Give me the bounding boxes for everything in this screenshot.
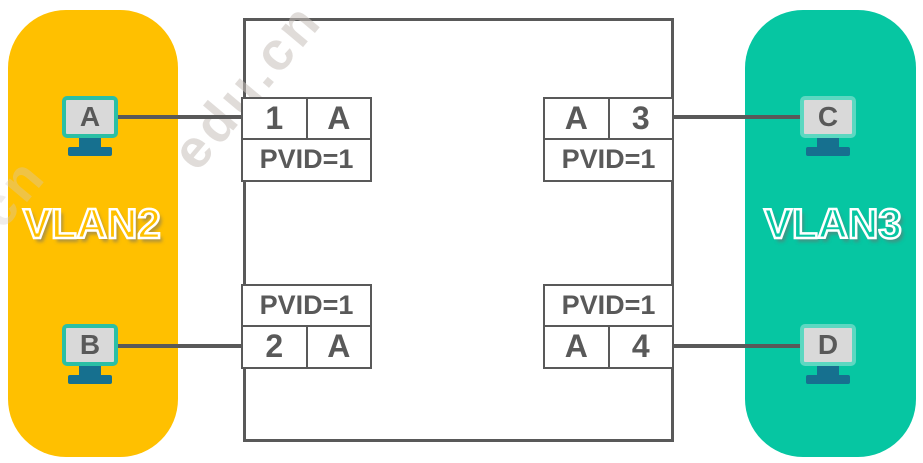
monitor-base-icon (68, 375, 112, 384)
monitor-stand-icon (817, 366, 839, 375)
port-1-cells-row: 1 A (241, 97, 372, 141)
host-c-label: C (817, 101, 839, 132)
port-4-number: 4 (607, 327, 673, 367)
computer-monitor-icon: A (62, 96, 118, 138)
host-d-label: D (817, 329, 839, 360)
port-3-cells-row: A 3 (543, 97, 674, 141)
monitor-stand-icon (817, 138, 839, 147)
switch-box (243, 18, 674, 442)
monitor-stand-icon (79, 138, 101, 147)
port-1-type: A (305, 99, 371, 139)
vlan3-label: VLAN3 (763, 199, 903, 248)
host-b-label: B (79, 329, 101, 360)
vlan2-label: VLAN2 (22, 199, 162, 248)
port-3-pvid: PVID=1 (543, 138, 674, 182)
computer-monitor-icon: C (800, 96, 856, 138)
host-d: D (800, 324, 856, 384)
host-b: B (62, 324, 118, 384)
port-3-number: 3 (607, 99, 673, 139)
computer-monitor-icon: B (62, 324, 118, 366)
monitor-stand-icon (79, 366, 101, 375)
monitor-base-icon (68, 147, 112, 156)
port-1-box: 1 A PVID=1 (241, 97, 372, 182)
host-a-label: A (79, 101, 101, 132)
port-4-cells-row: A 4 (543, 325, 674, 369)
port-1-number: 1 (265, 100, 284, 137)
monitor-base-icon (806, 147, 850, 156)
link-host-c-port-3 (672, 115, 802, 119)
port-2-pvid: PVID=1 (241, 284, 372, 328)
port-4-pvid: PVID=1 (543, 284, 674, 328)
port-4-type: A (564, 328, 588, 365)
port-2-type: A (305, 327, 371, 367)
computer-monitor-icon: D (800, 324, 856, 366)
port-3-type: A (564, 100, 588, 137)
link-host-a-port-1 (114, 115, 243, 119)
host-c: C (800, 96, 856, 156)
port-2-box: PVID=1 2 A (241, 284, 372, 369)
port-1-pvid: PVID=1 (241, 138, 372, 182)
port-2-number: 2 (265, 328, 284, 365)
link-host-d-port-4 (672, 344, 802, 348)
port-4-box: PVID=1 A 4 (543, 284, 674, 369)
monitor-base-icon (806, 375, 850, 384)
link-host-b-port-2 (114, 344, 243, 348)
host-a: A (62, 96, 118, 156)
port-2-cells-row: 2 A (241, 325, 372, 369)
port-3-box: A 3 PVID=1 (543, 97, 674, 182)
